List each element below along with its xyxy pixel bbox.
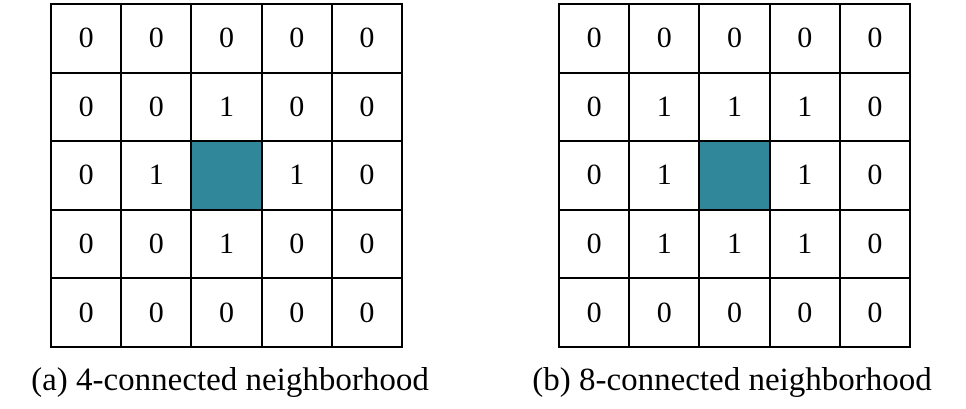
grid-cell-r0-c2: 0 — [700, 5, 771, 74]
grid-cell-r4-c3: 0 — [770, 279, 841, 348]
grid-cell-r2-c1: 1 — [630, 142, 701, 211]
grid-cell-r4-c2: 0 — [192, 279, 263, 348]
grid-cell-r0-c3: 0 — [770, 5, 841, 74]
grid-cell-r4-c4: 0 — [332, 279, 403, 348]
grid-cell-r4-c1: 0 — [630, 279, 701, 348]
grid-cell-r0-c2: 0 — [192, 5, 263, 74]
grid-cell-r2-c4: 0 — [332, 142, 403, 211]
grid-cell-r4-c1: 0 — [122, 279, 193, 348]
grid-cell-r1-c0: 0 — [52, 73, 123, 143]
grid-cell-r3-c0: 0 — [560, 210, 631, 280]
grid-cell-r1-c3: 0 — [262, 73, 333, 143]
caption-8-connected: (b) 8-connected neighborhood — [532, 362, 932, 398]
grid-cell-r1-c1: 0 — [122, 73, 193, 143]
grid-cell-r2-c0: 0 — [52, 142, 123, 211]
grid-cell-r4-c2: 0 — [700, 279, 771, 348]
grid-cell-r0-c0: 0 — [52, 5, 123, 74]
grid-cell-r3-c0: 0 — [52, 210, 123, 280]
grid-cell-r4-c0: 0 — [52, 279, 123, 348]
grid-cell-r1-c0: 0 — [560, 73, 631, 143]
grid-cell-r3-c4: 0 — [332, 210, 403, 280]
center-pixel — [700, 142, 771, 211]
grid-cell-r4-c0: 0 — [560, 279, 631, 348]
grid-cell-r0-c0: 0 — [560, 5, 631, 74]
neighborhood-grid-4-connected: 0 0 0 0 0 0 0 1 0 0 0 1 1 0 0 0 1 0 0 0 … — [50, 3, 403, 348]
grid-cell-r0-c3: 0 — [262, 5, 333, 74]
caption-4-connected: (a) 4-connected neighborhood — [31, 362, 429, 398]
grid-cell-r2-c3: 1 — [262, 142, 333, 211]
grid-cell-r1-c3: 1 — [770, 73, 841, 143]
center-pixel — [192, 142, 263, 211]
grid-cell-r2-c1: 1 — [122, 142, 193, 211]
grid-cell-r1-c2: 1 — [192, 73, 263, 143]
grid-cell-r3-c3: 0 — [262, 210, 333, 280]
grid-cell-r1-c4: 0 — [332, 73, 403, 143]
grid-cell-r0-c1: 0 — [122, 5, 193, 74]
grid-cell-r3-c4: 0 — [840, 210, 911, 280]
grid-cell-r1-c1: 1 — [630, 73, 701, 143]
grid-cell-r3-c2: 1 — [192, 210, 263, 280]
grid-cell-r3-c1: 1 — [630, 210, 701, 280]
grid-cell-r2-c4: 0 — [840, 142, 911, 211]
grid-cell-r2-c3: 1 — [770, 142, 841, 211]
grid-cell-r0-c4: 0 — [332, 5, 403, 74]
grid-cell-r4-c4: 0 — [840, 279, 911, 348]
grid-cell-r3-c1: 0 — [122, 210, 193, 280]
grid-cell-r2-c0: 0 — [560, 142, 631, 211]
grid-cell-r3-c2: 1 — [700, 210, 771, 280]
grid-cell-r4-c3: 0 — [262, 279, 333, 348]
grid-cell-r0-c1: 0 — [630, 5, 701, 74]
grid-cell-r1-c4: 0 — [840, 73, 911, 143]
neighborhood-grid-8-connected: 0 0 0 0 0 0 1 1 1 0 0 1 1 0 0 1 1 1 0 0 … — [558, 3, 911, 348]
grid-cell-r1-c2: 1 — [700, 73, 771, 143]
grid-cell-r3-c3: 1 — [770, 210, 841, 280]
grid-cell-r0-c4: 0 — [840, 5, 911, 74]
